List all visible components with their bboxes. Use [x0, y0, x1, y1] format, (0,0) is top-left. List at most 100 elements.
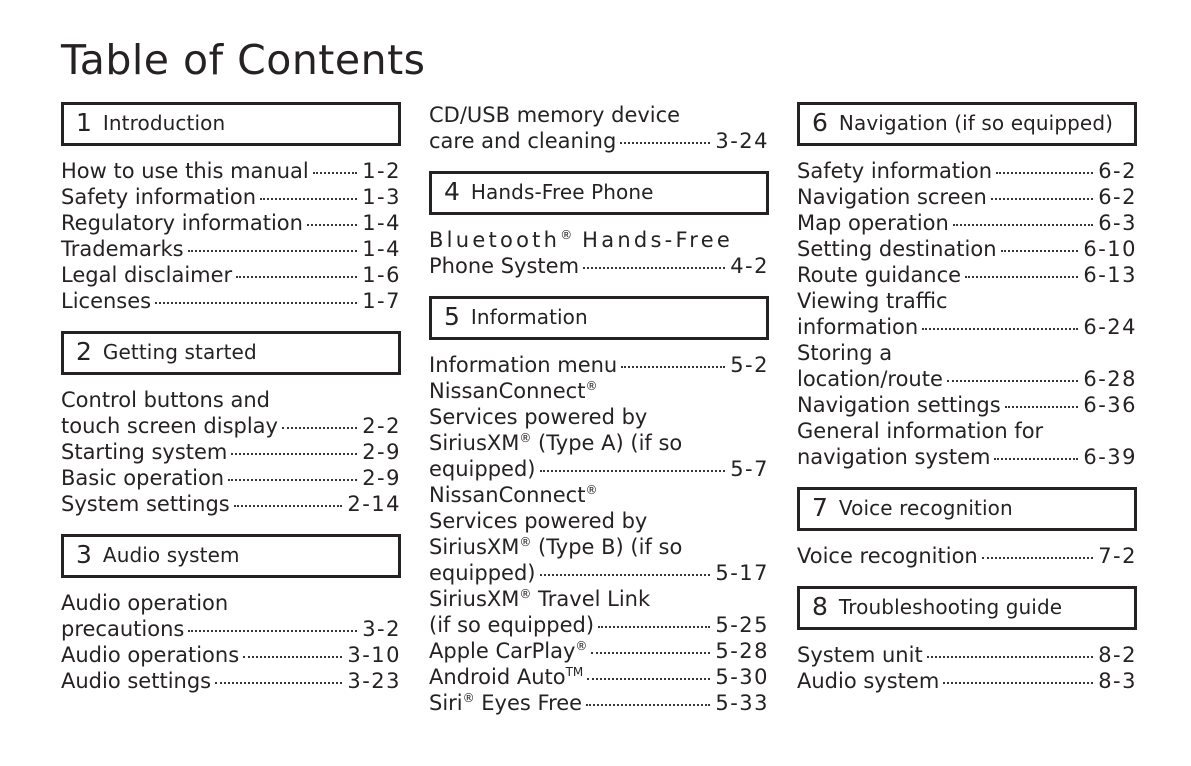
- toc-entry[interactable]: SiriusXM® Travel Link(if so equipped)5-2…: [429, 586, 769, 638]
- entry-label-line: CD/USB memory device: [429, 103, 681, 127]
- page-number: 5-2: [730, 353, 769, 377]
- page-number: 3-23: [347, 669, 401, 693]
- dot-leader: [539, 470, 726, 472]
- chapter-title: Troubleshooting guide: [838, 595, 1063, 619]
- registered-mark: ®: [585, 483, 598, 497]
- dot-leader: [621, 366, 726, 368]
- dot-leader: [312, 172, 358, 174]
- toc-entry[interactable]: Licenses 1-7: [61, 288, 401, 314]
- page-number: 1-7: [362, 289, 401, 313]
- dot-leader: [231, 453, 358, 455]
- registered-mark: ®: [560, 228, 573, 242]
- toc-entry[interactable]: Apple CarPlay®5-28: [429, 638, 769, 664]
- entry-last-line: System settings 2-14: [61, 491, 401, 517]
- chapter-title: Audio system: [102, 543, 240, 567]
- dot-leader: [952, 224, 1094, 226]
- dot-leader: [620, 142, 711, 144]
- entry-label-line: precautions: [61, 617, 185, 641]
- entry-label-line: Map operation: [797, 211, 949, 235]
- entry-label-line: location/route: [797, 367, 943, 391]
- entry-label-line: Services powered by: [429, 509, 648, 533]
- page-number: 1-3: [362, 185, 401, 209]
- registered-mark: ®: [585, 379, 598, 393]
- page-number: 2-14: [347, 492, 401, 516]
- entry-label-line: Route guidance: [797, 263, 962, 287]
- toc-entry[interactable]: System settings 2-14: [61, 491, 401, 517]
- entry-label-line: Licenses: [61, 289, 152, 313]
- entry-label-line: Siri® Eyes Free: [429, 691, 583, 715]
- page-number: 6-36: [1083, 393, 1137, 417]
- page-number: 6-39: [1083, 445, 1137, 469]
- dot-leader: [591, 652, 711, 654]
- dot-leader: [943, 682, 1094, 684]
- entry-label-line: Regulatory information: [61, 211, 303, 235]
- page-number: 7-2: [1098, 544, 1137, 568]
- entry-label-line: Storing a: [797, 341, 893, 365]
- registered-mark: ®: [575, 639, 588, 653]
- entry-label-line: Starting system: [61, 440, 228, 464]
- dot-leader: [243, 656, 343, 658]
- dot-leader: [306, 224, 358, 226]
- entry-label-line: (if so equipped): [429, 613, 595, 637]
- entry-label-line: Trademarks: [61, 237, 184, 261]
- dot-leader: [1004, 406, 1079, 408]
- dot-leader: [236, 276, 358, 278]
- entry-label-line: System unit: [797, 643, 923, 667]
- dot-leader: [965, 276, 1079, 278]
- chapter-number: 5: [444, 302, 460, 331]
- toc-entry[interactable]: Starting system 2-9: [61, 439, 401, 465]
- page-number: 5-25: [715, 613, 769, 637]
- chapter-number: 1: [76, 108, 92, 137]
- entry-label-line: System settings: [61, 492, 230, 516]
- page-number: 2-9: [362, 440, 401, 464]
- registered-mark: ®: [519, 535, 532, 549]
